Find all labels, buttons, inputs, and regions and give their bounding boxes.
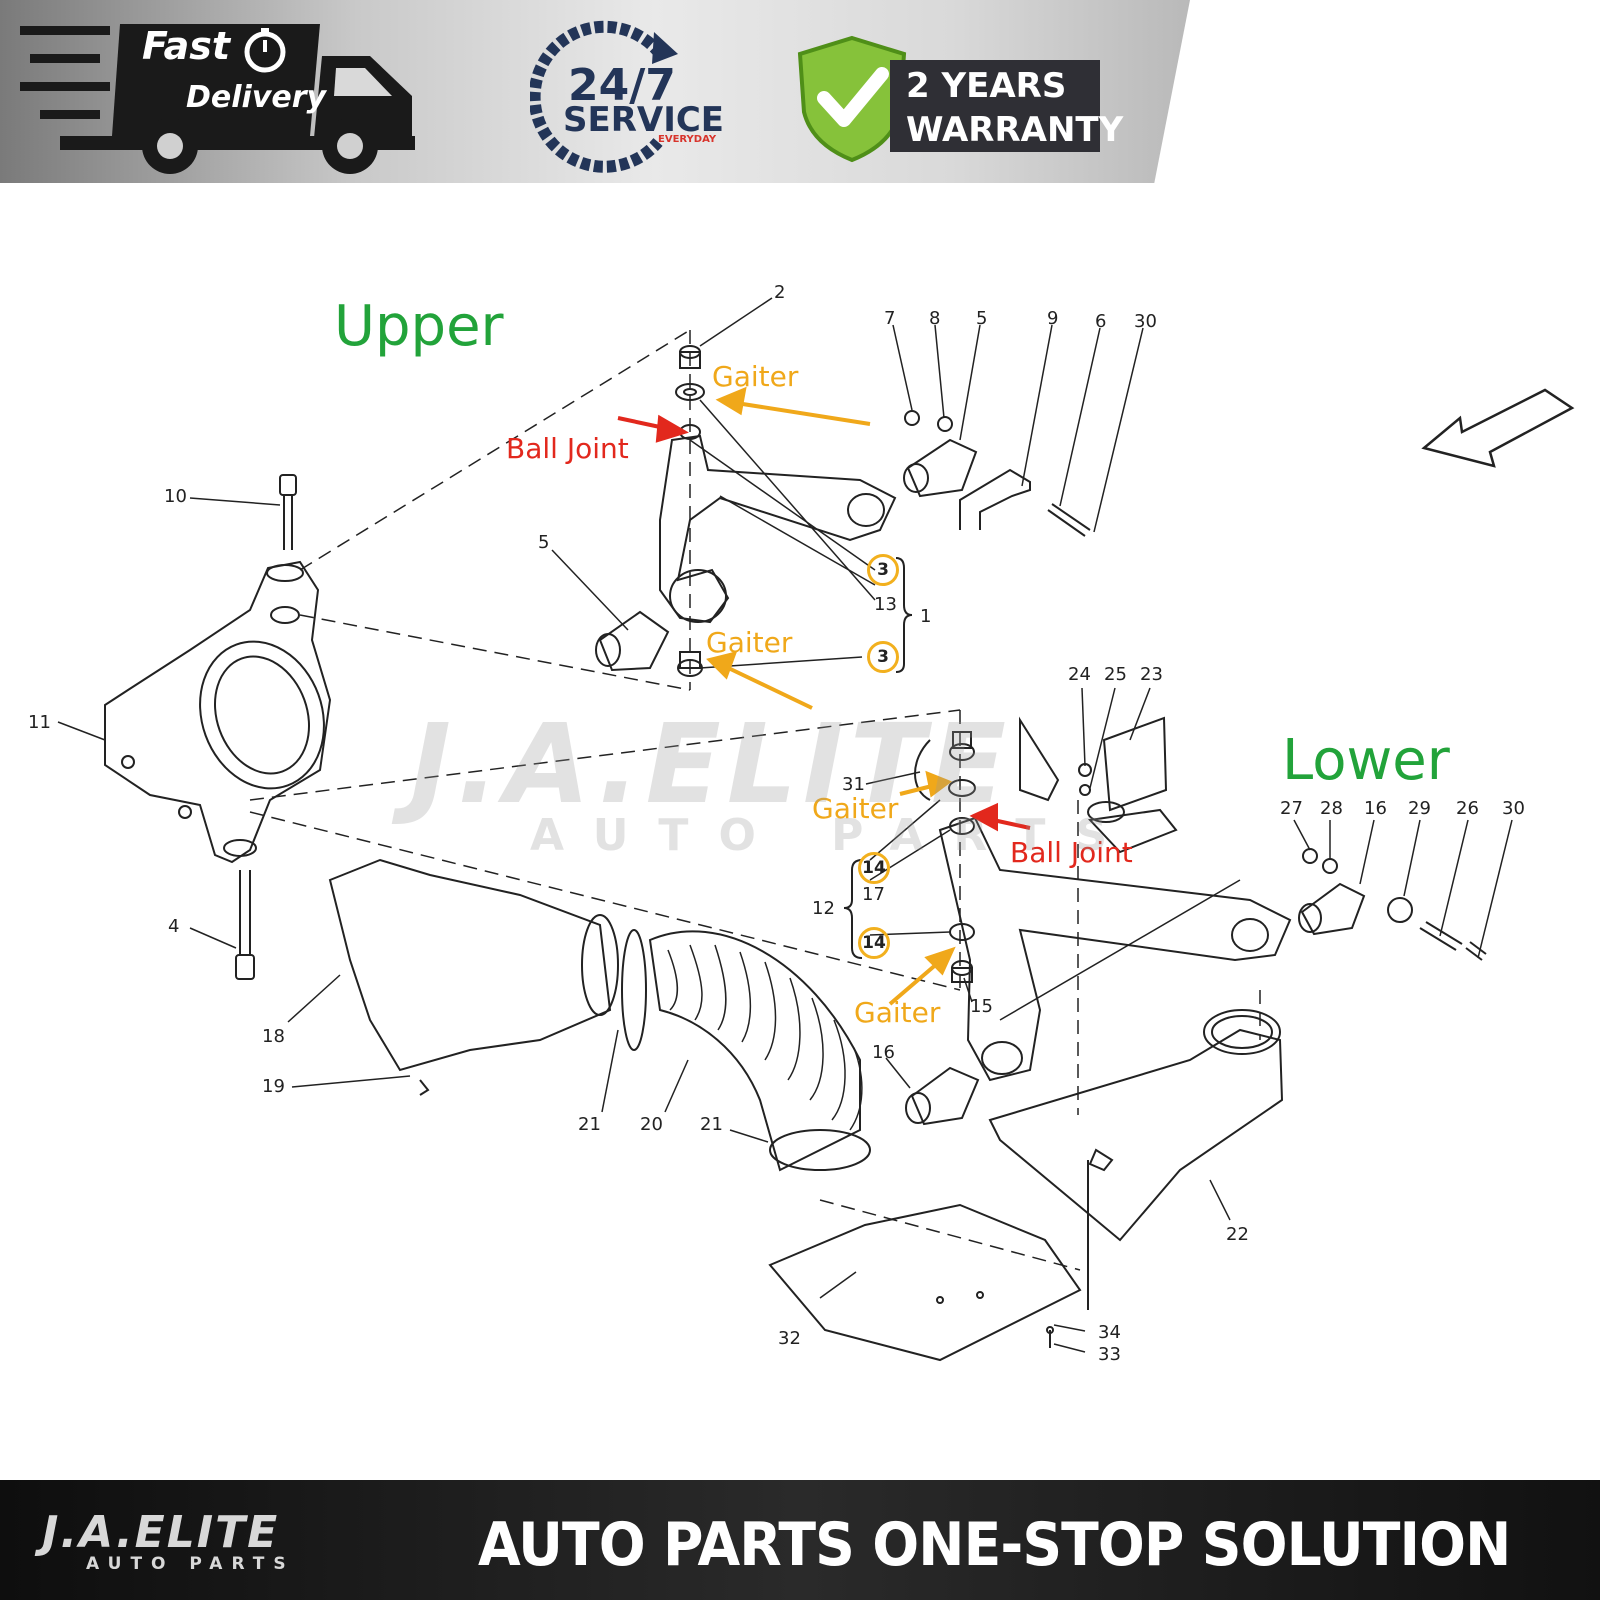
callout-5-left: 5 — [538, 532, 550, 553]
service-sub: SERVICE — [563, 100, 725, 140]
callout-31: 31 — [842, 774, 865, 795]
callout-23: 23 — [1140, 664, 1163, 685]
bottom-banner — [0, 1480, 1600, 1600]
upper-section-label: Upper — [334, 294, 504, 359]
knuckle-part — [104, 560, 332, 864]
highlight-ring-3-top: 3 — [867, 554, 899, 586]
callout-30-top: 30 — [1134, 311, 1157, 332]
callout-9: 9 — [1047, 308, 1059, 329]
lower-upper-gaiter-tag: Gaiter — [812, 792, 899, 825]
service-ring-icon — [530, 20, 678, 173]
callout-28: 28 — [1320, 798, 1343, 819]
callout-5-top: 5 — [976, 308, 988, 329]
underbody-panel-part — [768, 1203, 1082, 1362]
callout-7: 7 — [884, 308, 896, 329]
warranty-line1: 2 YEARS — [906, 66, 1067, 106]
air-duct-part — [328, 858, 612, 1072]
upper-lower-gaiter-tag: Gaiter — [706, 626, 793, 659]
warranty-line2: WARRANTY — [906, 110, 1124, 150]
callout-16-lower: 16 — [872, 1042, 895, 1063]
callout-17: 17 — [862, 884, 885, 905]
lower-ball-joint-tag: Ball Joint — [1010, 836, 1133, 869]
callout-10: 10 — [164, 486, 187, 507]
callout-29: 29 — [1408, 798, 1431, 819]
callout-30-right: 30 — [1502, 798, 1525, 819]
highlight-ring-14-bottom: 14 — [858, 927, 890, 959]
callout-15: 15 — [970, 996, 993, 1017]
callout-8: 8 — [929, 308, 941, 329]
undertray-part — [988, 1028, 1284, 1242]
callout-13: 13 — [874, 594, 897, 615]
callout-2: 2 — [774, 282, 786, 303]
callout-32: 32 — [778, 1328, 801, 1349]
footer-logo-subtitle: AUTO PARTS — [86, 1554, 295, 1574]
callout-4: 4 — [168, 916, 180, 937]
watermark-subtitle: AUTO PARTS — [530, 810, 1138, 861]
callout-20: 20 — [640, 1114, 663, 1135]
callout-34: 34 — [1098, 1322, 1121, 1343]
callout-27: 27 — [1280, 798, 1303, 819]
callout-11: 11 — [28, 712, 51, 733]
callout-26: 26 — [1456, 798, 1479, 819]
callout-24: 24 — [1068, 664, 1091, 685]
delivery-line1: Fast — [142, 24, 231, 68]
lower-gaiter-tag: Gaiter — [854, 996, 941, 1029]
callout-22: 22 — [1226, 1224, 1249, 1245]
callout-16-right: 16 — [1364, 798, 1387, 819]
warranty-box: 2 YEARS WARRANTY — [890, 60, 1124, 152]
highlight-ring-3-bottom: 3 — [867, 641, 899, 673]
callout-12: 12 — [812, 898, 835, 919]
callout-21-right: 21 — [700, 1114, 723, 1135]
callout-19: 19 — [262, 1076, 285, 1097]
callout-25: 25 — [1104, 664, 1127, 685]
upper-ball-joint-tag: Ball Joint — [506, 432, 629, 465]
footer-logo: J.A.ELITE — [42, 1507, 280, 1558]
service-tiny: EVERYDAY — [658, 134, 717, 145]
callout-21-left: 21 — [578, 1114, 601, 1135]
watermark-logo: J.A.ELITE — [410, 700, 1013, 828]
lower-section-label: Lower — [1282, 728, 1450, 793]
upper-gaiter-tag: Gaiter — [712, 360, 799, 393]
callout-18: 18 — [262, 1026, 285, 1047]
callout-33: 33 — [1098, 1344, 1121, 1365]
highlight-ring-14-top: 14 — [858, 852, 890, 884]
suspension-exploded-diagram — [57, 297, 1575, 1362]
corrugated-hose-part — [648, 930, 861, 1172]
callout-1: 1 — [920, 606, 932, 627]
callout-6: 6 — [1095, 311, 1107, 332]
delivery-line2: Delivery — [186, 80, 327, 115]
truck-icon — [20, 24, 415, 174]
direction-arrow — [1421, 388, 1575, 468]
service-main: 24/7 — [568, 60, 676, 111]
footer-slogan: AUTO PARTS ONE-STOP SOLUTION — [478, 1510, 1511, 1580]
